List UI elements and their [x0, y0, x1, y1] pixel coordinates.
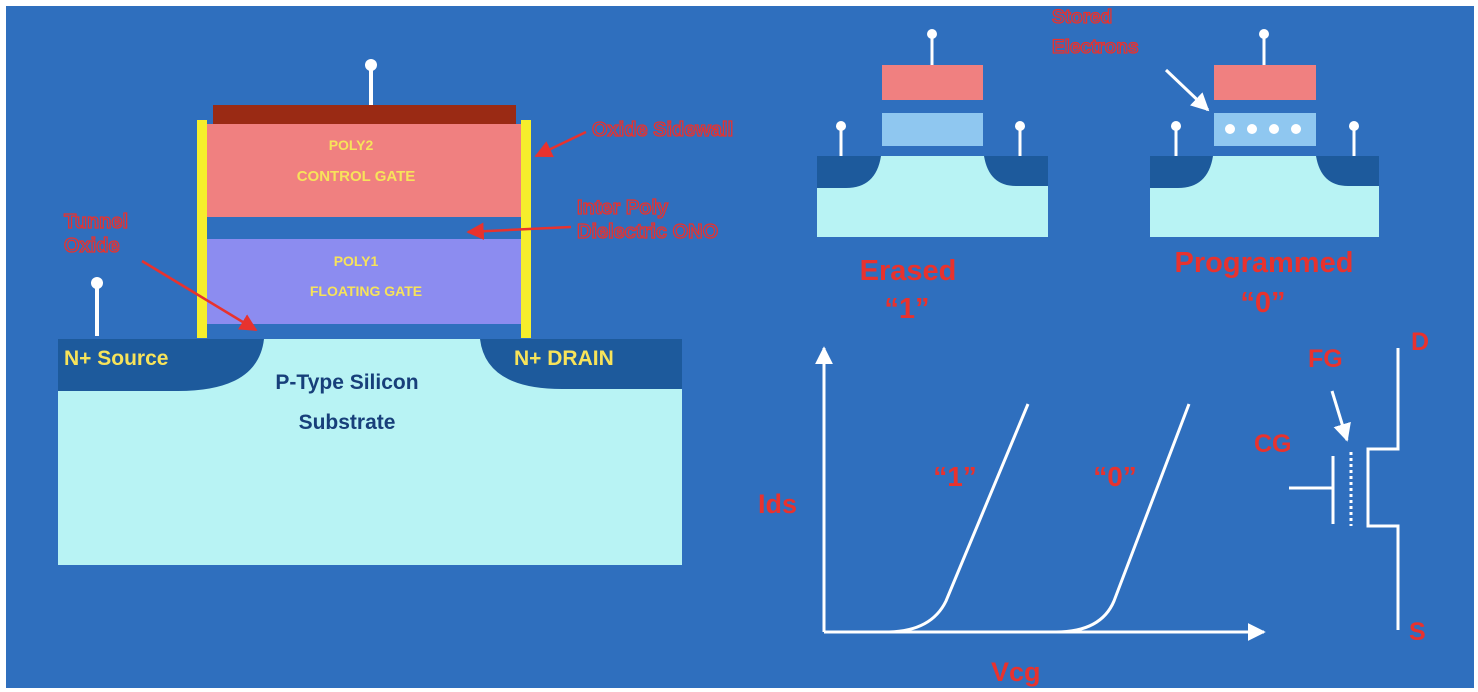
erased-label: Erased — [860, 255, 957, 287]
stored-electron — [1247, 124, 1257, 134]
floating-gate — [205, 239, 525, 324]
floating-gate-transistor-symbol: D S CG FG — [1254, 328, 1429, 646]
programmed-value: “0” — [1240, 287, 1285, 319]
oxide-sidewall-arrow — [534, 130, 587, 158]
diagram-canvas: POLY2 CONTROL GATE POLY1 FLOATING GATE N… — [58, 6, 1429, 687]
poly1-label: POLY1 — [334, 253, 379, 269]
programmed-cell: Stored Electrons Programmed “0” — [1051, 6, 1379, 319]
stored-electrons-annotation-line1: Stored — [1052, 7, 1112, 28]
tunnel-oxide-annotation-line1: Tunnel — [64, 211, 128, 233]
control-gate-symbol-label: CG — [1254, 430, 1292, 458]
curve-1-label: “1” — [933, 461, 977, 492]
curve-erased — [885, 403, 1030, 634]
stored-electron — [1291, 124, 1301, 134]
source-label: N+ Source — [64, 347, 168, 370]
stored-electrons-annotation-line2: Electrons — [1052, 37, 1139, 58]
programmed-control-gate — [1214, 65, 1316, 100]
control-gate — [205, 124, 525, 217]
drain-source-line — [1366, 348, 1400, 630]
cell-annotations: Oxide Sidewall Inter Poly Dielectric ONO… — [63, 118, 734, 332]
source-symbol-label: S — [1409, 618, 1426, 646]
gate-terminal — [365, 59, 377, 105]
drain-diffusion — [480, 339, 682, 389]
ids-vcg-graph: “1” “0” Ids Vcg — [758, 346, 1266, 687]
erased-floating-gate — [882, 113, 983, 146]
drain-symbol-label: D — [1411, 328, 1429, 356]
floating-gate-label: FLOATING GATE — [310, 283, 422, 299]
control-gate-label: CONTROL GATE — [297, 168, 416, 185]
erased-control-gate — [882, 65, 983, 100]
stored-electron — [1269, 124, 1279, 134]
source-terminal — [91, 277, 103, 336]
floating-gate-arrow — [1330, 390, 1351, 442]
poly2-label: POLY2 — [329, 137, 374, 153]
source-diffusion — [58, 339, 264, 391]
flash-cell-diagram: POLY2 CONTROL GATE POLY1 FLOATING GATE N… — [6, 6, 1474, 688]
substrate-label-line1: P-Type Silicon — [275, 371, 418, 394]
drain-label: N+ DRAIN — [514, 347, 614, 370]
y-axis-label: Ids — [758, 489, 797, 519]
inter-poly-annotation-line2: Dielectric ONO — [577, 221, 718, 243]
curve-0-label: “0” — [1093, 461, 1137, 492]
floating-gate-symbol-label: FG — [1308, 345, 1343, 373]
oxide-sidewall-annotation: Oxide Sidewall — [592, 119, 733, 141]
erased-cell: Erased “1” — [817, 29, 1048, 325]
x-axis-label: Vcg — [991, 657, 1041, 687]
stored-electron — [1225, 124, 1235, 134]
cell-cross-section: POLY2 CONTROL GATE POLY1 FLOATING GATE N… — [58, 59, 682, 565]
tunnel-oxide-annotation-line2: Oxide — [64, 235, 120, 257]
oxide-sidewall-left — [197, 120, 207, 338]
curve-programmed — [1055, 403, 1191, 634]
control-gate-contact — [213, 105, 516, 124]
substrate-label-line2: Substrate — [299, 411, 396, 434]
inter-poly-annotation-line1: Inter Poly — [577, 197, 669, 219]
programmed-label: Programmed — [1175, 247, 1354, 279]
tunnel-oxide-arrow — [141, 259, 258, 332]
stored-electrons-arrow — [1164, 68, 1210, 112]
inter-poly-arrow — [466, 222, 572, 240]
erased-value: “1” — [884, 293, 929, 325]
